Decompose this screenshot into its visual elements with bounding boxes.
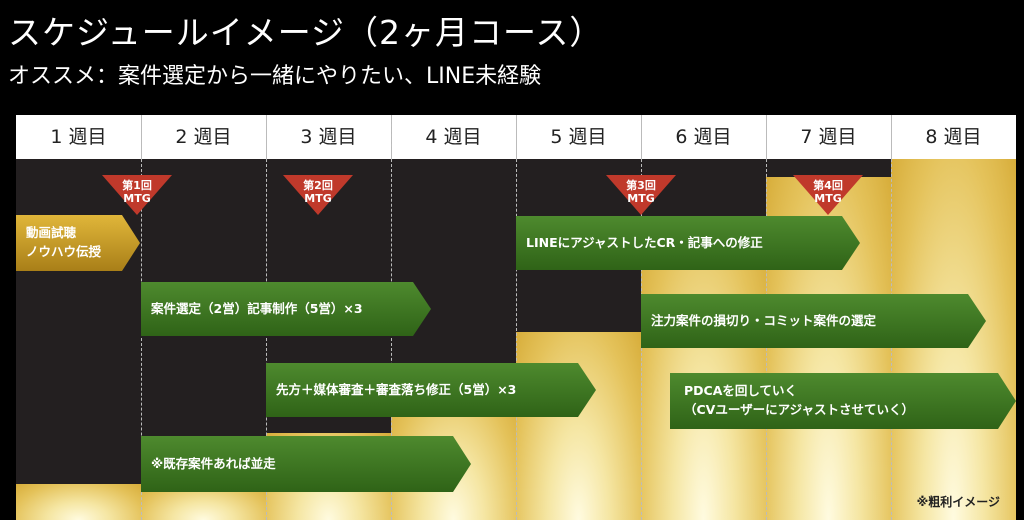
task-label: 動画試聴 ノウハウ伝授	[26, 225, 102, 259]
mtg-marker-3: 第3回 MTG	[606, 175, 676, 215]
mtg-triangle-icon	[606, 175, 676, 215]
mtg-triangle-icon	[283, 175, 353, 215]
schedule-board: 1 週目 2 週目 3 週目 4 週目 5 週目 6 週目 7 週目 8 週目 …	[16, 115, 1016, 520]
task-label: PDCAを回していく （CVユーザーにアジャストさせていく）	[684, 383, 914, 417]
task-arrow-review: 先方＋媒体審査＋審査落ち修正（5営）×3	[266, 363, 596, 417]
week-label: 8 週目	[925, 126, 982, 148]
week-label: 2 週目	[175, 126, 232, 148]
mtg-marker-1: 第1回 MTG	[102, 175, 172, 215]
mtg-marker-4: 第4回 MTG	[793, 175, 863, 215]
week-label: 6 週目	[675, 126, 732, 148]
mtg-label: MTG	[123, 192, 151, 205]
column-divider	[516, 115, 517, 159]
column-divider	[141, 115, 142, 159]
mtg-number: 第1回	[122, 179, 152, 192]
mtg-label: MTG	[814, 192, 842, 205]
mtg-label: MTG	[304, 192, 332, 205]
week-label: 5 週目	[550, 126, 607, 148]
column-divider	[641, 115, 642, 159]
task-label: 注力案件の損切り・コミット案件の選定	[651, 312, 877, 328]
week-label: 1 週目	[50, 126, 107, 148]
column-divider	[516, 159, 517, 520]
week-label: 4 週目	[425, 126, 482, 148]
task-label: ※既存案件あれば並走	[151, 455, 276, 471]
task-arrow-focus: 注力案件の損切り・コミット案件の選定	[641, 294, 986, 348]
task-arrow-existing: ※既存案件あれば並走	[141, 436, 471, 492]
mtg-number: 第4回	[813, 179, 843, 192]
week-label: 3 週目	[300, 126, 357, 148]
column-divider	[266, 115, 267, 159]
task-label: LINEにアジャストしたCR・記事への修正	[526, 234, 763, 250]
column-divider	[141, 159, 142, 520]
column-divider	[766, 115, 767, 159]
profit-note: ※粗利イメージ	[916, 495, 1000, 509]
column-divider	[391, 115, 392, 159]
task-arrow-pdca: PDCAを回していく （CVユーザーにアジャストさせていく）	[670, 373, 1016, 429]
page-subtitle: オススメ：案件選定から一緒にやりたい、LINE未経験	[8, 64, 542, 89]
column-divider	[266, 159, 267, 520]
mtg-marker-2: 第2回 MTG	[283, 175, 353, 215]
profit-bar	[516, 332, 641, 520]
mtg-number: 第3回	[626, 179, 656, 192]
column-divider	[891, 115, 892, 159]
mtg-number: 第2回	[303, 179, 333, 192]
page-title: スケジュールイメージ（2ヶ月コース）	[8, 13, 604, 52]
task-label: 案件選定（2営）記事制作（5営）×3	[151, 300, 363, 316]
mtg-label: MTG	[627, 192, 655, 205]
week-label: 7 週目	[800, 126, 857, 148]
task-arrow-line-adjust: LINEにアジャストしたCR・記事への修正	[516, 216, 860, 270]
mtg-triangle-icon	[793, 175, 863, 215]
profit-bar	[16, 483, 141, 520]
task-arrow-study: 動画試聴 ノウハウ伝授	[16, 215, 140, 271]
task-label: 先方＋媒体審査＋審査落ち修正（5営）×3	[276, 381, 517, 397]
mtg-triangle-icon	[102, 175, 172, 215]
task-arrow-case-select: 案件選定（2営）記事制作（5営）×3	[141, 282, 431, 336]
column-divider	[391, 159, 392, 520]
